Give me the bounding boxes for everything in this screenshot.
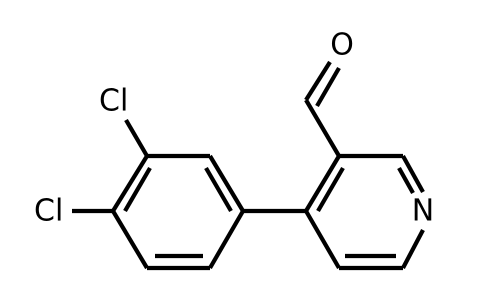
dichlorophenyl-ring <box>111 153 245 271</box>
aldehyde-group: O <box>304 28 354 158</box>
oxygen-label: O <box>330 28 354 63</box>
c-cho-bond <box>304 98 341 158</box>
ring-bond <box>208 154 245 213</box>
double-bond-inner <box>397 166 415 195</box>
ring-bond <box>111 154 149 213</box>
c-o-double-bond-inner <box>315 66 341 108</box>
pyridine-ring: N <box>304 153 434 271</box>
ring-bond <box>401 229 425 269</box>
ring-bond <box>208 209 245 270</box>
c-o-double-bond <box>304 60 332 102</box>
ring-bond <box>304 209 341 270</box>
double-bond-inner <box>123 166 152 213</box>
ring-bond <box>304 154 341 213</box>
ring-bond <box>111 209 149 270</box>
chlorine-label-left: Cl <box>34 194 63 229</box>
ring-bond <box>401 154 425 194</box>
chlorine-substituents: Cl Cl <box>34 84 149 229</box>
c-cl-bond-top <box>124 118 149 158</box>
double-bond-inner <box>204 166 233 213</box>
double-bond-inner <box>316 166 345 213</box>
chlorine-label-top: Cl <box>99 84 128 119</box>
nitrogen-label: N <box>412 194 434 229</box>
